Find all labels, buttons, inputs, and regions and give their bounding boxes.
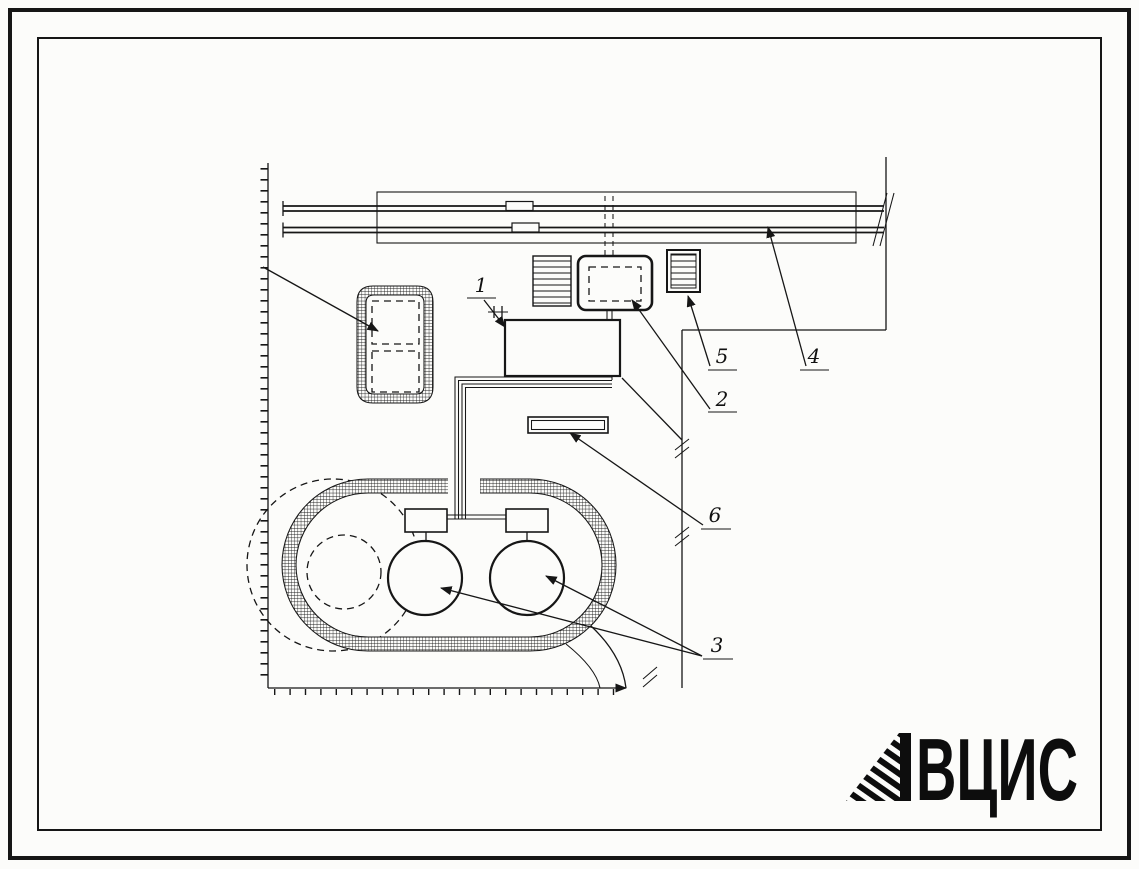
road-curve bbox=[590, 625, 627, 689]
loading-ramp bbox=[532, 255, 572, 307]
callout-label: 5 bbox=[716, 344, 729, 368]
callout-label: 3 bbox=[711, 633, 724, 657]
tank bbox=[488, 539, 566, 617]
valve-pit bbox=[404, 508, 448, 533]
callout-label: 4 bbox=[807, 344, 821, 368]
site-boundary-fence bbox=[260, 157, 887, 695]
logo-text: ВЦИС bbox=[916, 720, 1078, 819]
callout-leader bbox=[483, 299, 506, 328]
callout-3: 3 bbox=[439, 575, 733, 660]
callout-leader bbox=[545, 575, 703, 657]
callout-5: 5 bbox=[686, 295, 737, 371]
callout-label: 6 bbox=[709, 503, 722, 527]
embankment-gap bbox=[448, 470, 480, 502]
logo-mark-icon bbox=[846, 733, 911, 801]
callout-1: 1 bbox=[467, 273, 506, 328]
leader-storage-building bbox=[262, 266, 379, 332]
callout-leader bbox=[569, 432, 704, 526]
break-mark bbox=[642, 438, 690, 688]
railway-siding bbox=[282, 191, 895, 256]
tank-farm bbox=[281, 470, 617, 652]
vcis-logo: ВЦИС bbox=[846, 720, 1078, 819]
callout-4: 4 bbox=[766, 225, 829, 371]
road-edge bbox=[621, 377, 683, 441]
railcar-marker bbox=[505, 200, 534, 212]
railcar-marker bbox=[511, 222, 540, 233]
logo-mark-bar bbox=[900, 733, 911, 801]
valve-pit bbox=[505, 508, 549, 533]
sheet-borders bbox=[8, 8, 1131, 860]
road-curve-2 bbox=[565, 643, 601, 689]
callout-label: 1 bbox=[475, 273, 488, 297]
pipeline-runs bbox=[404, 311, 613, 541]
auxiliary-building-5 bbox=[666, 249, 701, 293]
callout-2: 2 bbox=[631, 299, 737, 413]
callout-6: 6 bbox=[569, 432, 731, 530]
tank bbox=[386, 539, 464, 617]
storage-building bbox=[356, 285, 434, 404]
callout-label: 2 bbox=[715, 387, 729, 411]
callout-leader bbox=[766, 225, 807, 367]
process-building-1 bbox=[488, 306, 622, 378]
pump-house-2 bbox=[576, 254, 654, 312]
callout-leader bbox=[439, 586, 703, 657]
callout-leader bbox=[631, 299, 711, 410]
platform-6 bbox=[527, 416, 609, 434]
storage-tanks bbox=[386, 539, 566, 617]
callout-leader bbox=[686, 295, 711, 367]
